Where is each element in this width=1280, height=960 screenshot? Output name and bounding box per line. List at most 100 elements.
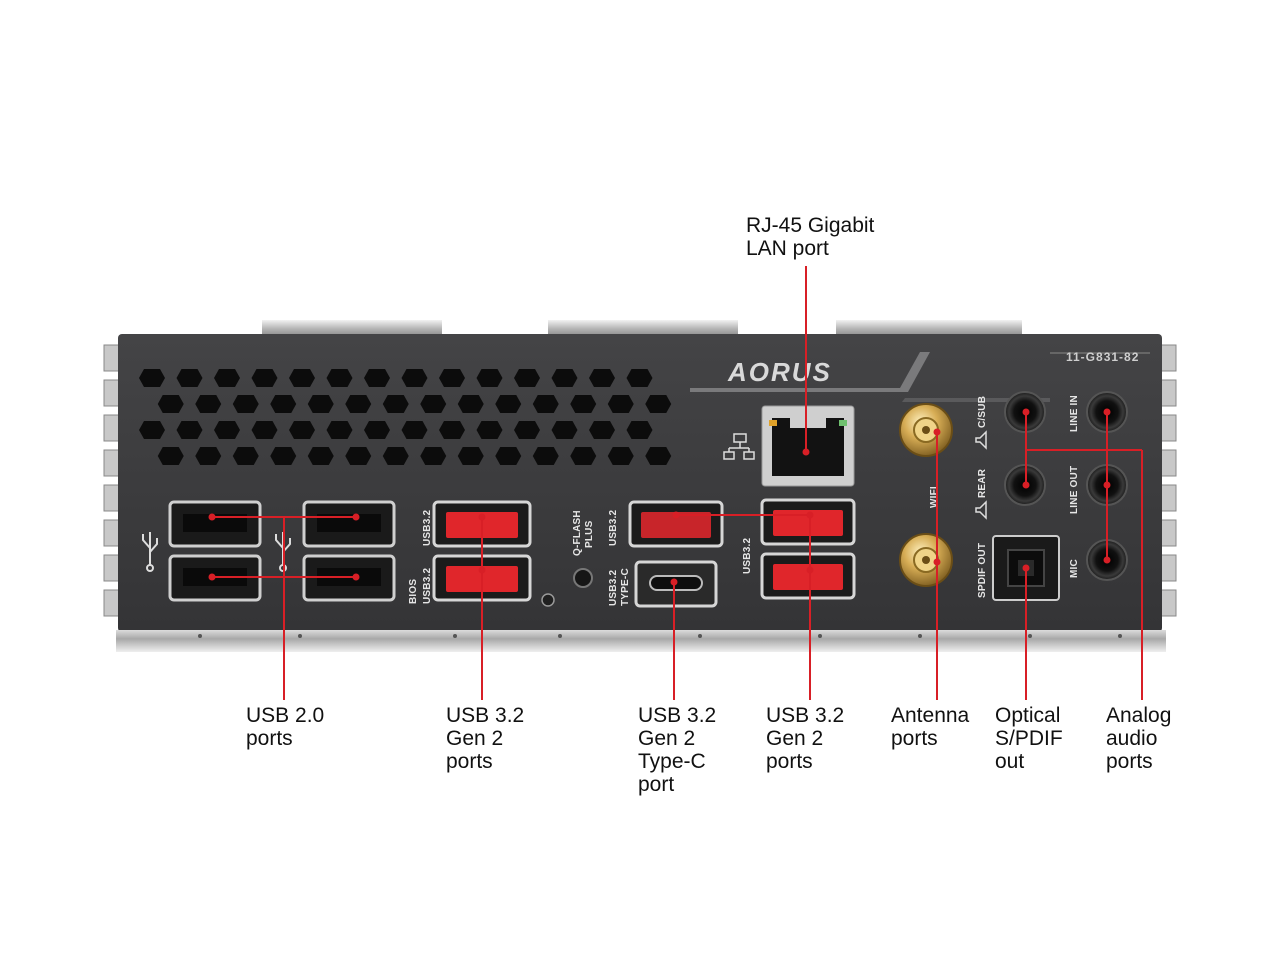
bottom-strip-rivets	[198, 634, 1122, 638]
vent-hole	[289, 369, 315, 387]
vent-hole	[289, 421, 315, 439]
vent-hole	[195, 447, 222, 465]
vent-hole	[457, 395, 484, 413]
label-rear: REAR	[977, 468, 988, 498]
callout-usbc-line-3: Type-C	[638, 750, 706, 773]
label-line-in: LINE IN	[1069, 395, 1080, 432]
vent-hole	[251, 421, 278, 439]
vent-hole	[514, 421, 540, 439]
vent-hole	[439, 421, 465, 439]
vent-hole	[195, 395, 222, 413]
vent-hole	[214, 369, 240, 387]
label-bios: BIOS	[408, 579, 419, 604]
brand-logo: AORUS	[727, 357, 832, 387]
vent-hole	[345, 395, 372, 413]
label-qflash: Q-FLASH	[572, 510, 583, 556]
callout-usb32a-line-1: USB 3.2	[446, 704, 525, 727]
vent-hole	[214, 421, 240, 439]
vent-hole	[307, 395, 334, 413]
vent-hole	[570, 447, 597, 465]
callout-usbc-line-2: Gen 2	[638, 727, 696, 750]
vent-hole	[589, 369, 615, 387]
callout-usb32b-line-2: Gen 2	[766, 727, 824, 750]
vent-hole	[326, 369, 353, 387]
side-springs	[103, 344, 1177, 617]
callout-optical: Optical S/PDIF out	[995, 704, 1063, 773]
vent-hole	[551, 421, 578, 439]
vent-hole	[420, 447, 447, 465]
label-line-out: LINE OUT	[1069, 466, 1080, 514]
callout-analog-line-2: audio	[1106, 727, 1158, 750]
label-usb32-mid: USB3.2	[608, 510, 619, 546]
vent-hole	[176, 421, 203, 439]
vent-hole	[270, 395, 297, 413]
callout-analog: Analog audio ports	[1106, 704, 1171, 773]
vent-hole	[495, 395, 522, 413]
vent-hole	[532, 395, 559, 413]
vent-hole	[532, 447, 559, 465]
network-icon	[723, 433, 755, 460]
label-usb32-right: USB3.2	[742, 538, 753, 574]
callout-optical-line-1: Optical	[995, 704, 1061, 727]
label-qflash-plus: PLUS	[584, 520, 595, 548]
label-csub: C/SUB	[977, 396, 988, 428]
vent-hole	[607, 395, 634, 413]
vent-hole	[176, 369, 203, 387]
callout-usbc-line-4: port	[638, 773, 675, 796]
vent-hole	[364, 421, 390, 439]
vent-hole	[645, 395, 672, 413]
callout-usb32b-line-1: USB 3.2	[766, 704, 845, 727]
label-typec-2: TYPE-C	[620, 568, 631, 606]
callout-analog-line-3: ports	[1106, 750, 1153, 773]
vent-hole	[476, 421, 503, 439]
callout-usb32b-line-3: ports	[766, 750, 813, 773]
vent-hole	[570, 395, 597, 413]
vent-hole	[420, 395, 447, 413]
callout-optical-line-3: out	[995, 750, 1025, 773]
vent-hole	[495, 447, 522, 465]
vent-hole	[157, 395, 184, 413]
vent-grid	[139, 369, 672, 465]
callout-rj45-line-1: RJ-45 Gigabit	[746, 214, 875, 237]
callout-rj45: RJ-45 Gigabit LAN port	[746, 214, 874, 260]
vent-hole	[232, 447, 259, 465]
vent-hole	[457, 447, 484, 465]
callout-usb20: USB 2.0 ports	[246, 704, 324, 750]
vent-hole	[439, 369, 465, 387]
vent-hole	[364, 369, 390, 387]
callout-rj45-line-2: LAN port	[746, 237, 829, 260]
rj45-port	[761, 405, 855, 487]
vent-hole	[307, 447, 334, 465]
vent-hole	[401, 421, 428, 439]
antenna-connectors	[899, 403, 953, 587]
callout-usb32a: USB 3.2 Gen 2 ports	[446, 704, 524, 773]
callout-analog-line-1: Analog	[1106, 704, 1172, 727]
callout-usbc-line-1: USB 3.2	[638, 704, 717, 727]
top-tabs	[262, 320, 1022, 336]
leader-dots	[208, 408, 1111, 586]
vent-hole	[157, 447, 184, 465]
vent-hole	[382, 395, 409, 413]
label-usb32-left-top: USB3.2	[422, 510, 433, 546]
vent-hole	[232, 395, 259, 413]
vent-hole	[589, 421, 615, 439]
vent-hole	[139, 421, 165, 439]
vent-hole	[401, 369, 428, 387]
part-number: 11-G831-82	[1066, 350, 1139, 364]
vent-hole	[514, 369, 540, 387]
callout-usb20-line-1: USB 2.0	[246, 704, 325, 727]
vent-hole	[139, 369, 165, 387]
vent-hole	[626, 421, 653, 439]
leader-lines	[212, 266, 1143, 700]
callout-usb32a-line-2: Gen 2	[446, 727, 504, 750]
vent-hole	[326, 421, 353, 439]
callout-antenna-line-1: Antenna	[891, 704, 970, 727]
callout-usb32a-line-3: ports	[446, 750, 493, 773]
vent-hole	[345, 447, 372, 465]
usb32-mid-port	[628, 500, 724, 548]
callout-usbc: USB 3.2 Gen 2 Type-C port	[638, 704, 716, 796]
label-usb32-left-bottom: USB3.2	[422, 568, 433, 604]
callout-optical-line-2: S/PDIF	[995, 727, 1063, 750]
vent-hole	[382, 447, 409, 465]
